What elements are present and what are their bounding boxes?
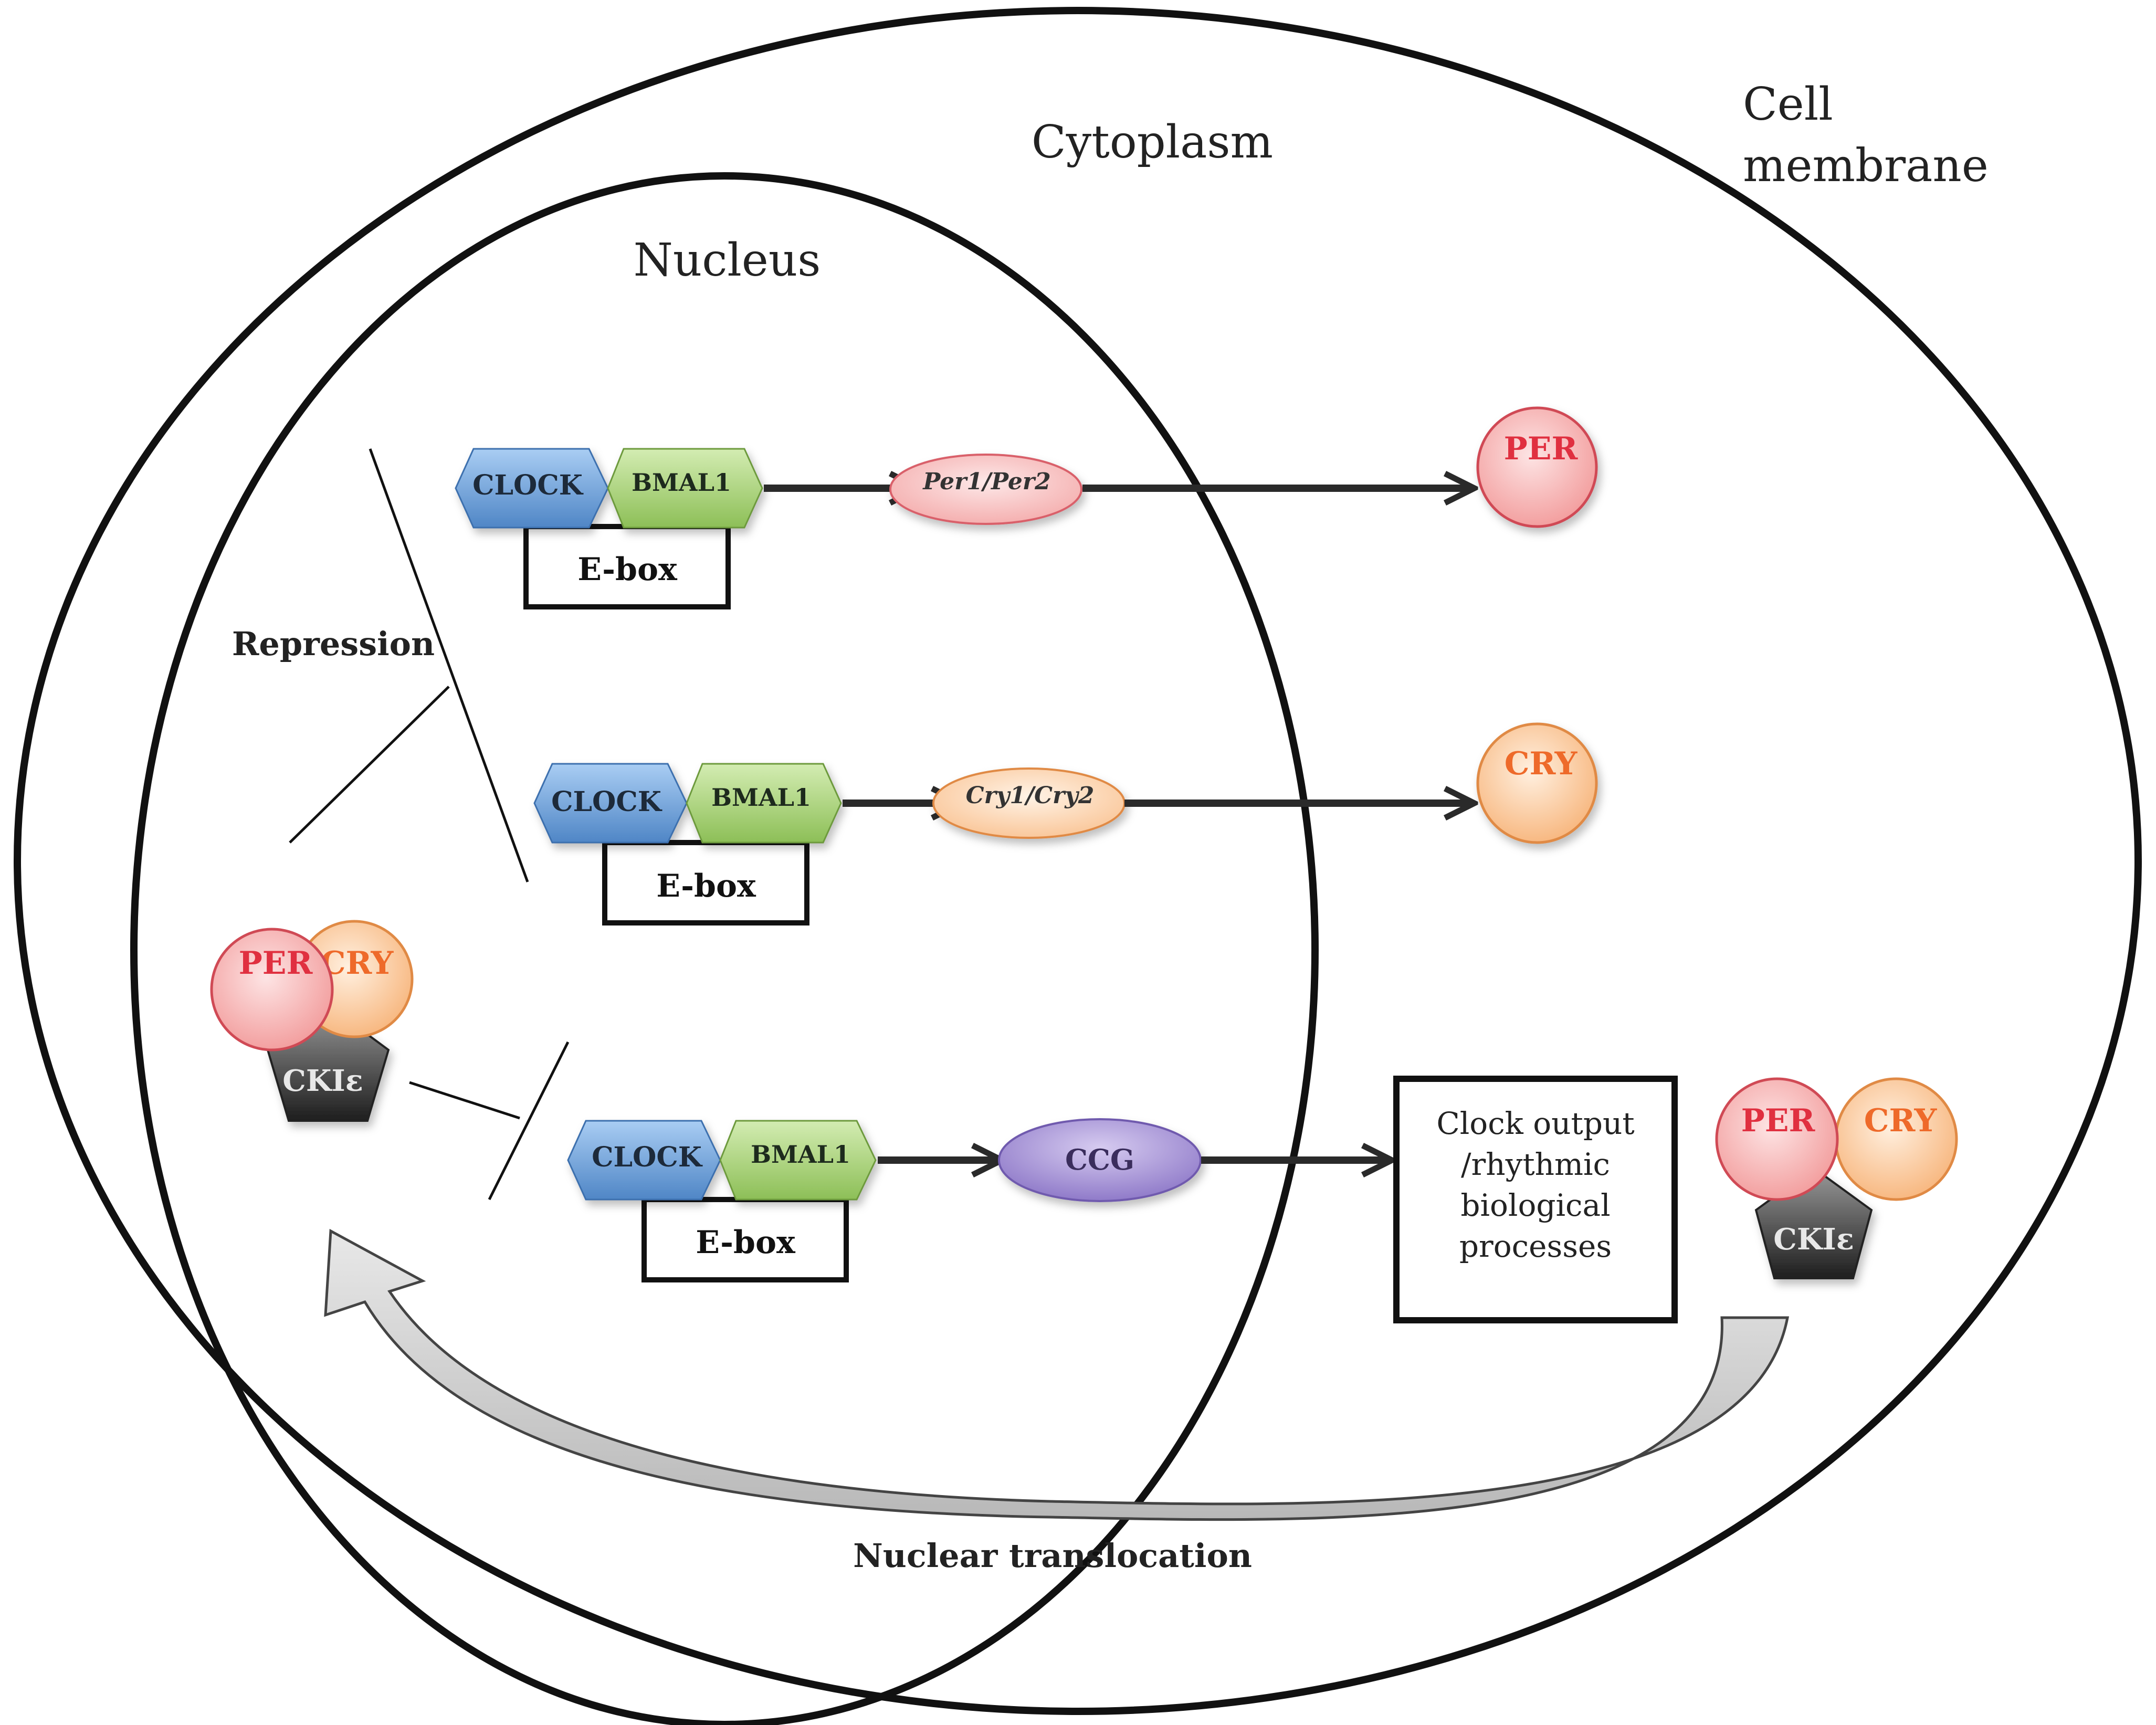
row-ccg: E-box CLOCK BMAL1 CCG [567, 1118, 1390, 1282]
row-per: E-box CLOCK BMAL1 Per1/Per2 PER [455, 406, 1598, 609]
bmal1-label: BMAL1 [711, 783, 811, 812]
ebox-label: E-box [696, 1224, 796, 1261]
per-label: PER [239, 945, 313, 982]
repression-line-upper [369, 448, 529, 882]
per-protein [1476, 406, 1598, 528]
per1-per2-gene [889, 454, 1082, 525]
ckie-label: CKIε [282, 1064, 363, 1098]
per-cry-ckie-complex-left: CKIε CRY PER [210, 920, 414, 1122]
inhibition-bar [488, 1041, 570, 1201]
output-box [1393, 1076, 1678, 1323]
per-cry-ckie-complex-right: CKIε CRY PER [1715, 1077, 1958, 1279]
cell-membrane-outline [14, 7, 2142, 1715]
row-cry: E-box CLOCK BMAL1 Cry1/Cry2 CRY [533, 722, 1598, 925]
cell-membrane-label-line2: membrane [1743, 140, 1989, 192]
ebox-label: E-box [577, 551, 678, 588]
clock-label: CLOCK [551, 786, 662, 818]
output-line-2: /rhythmic [1461, 1147, 1610, 1182]
cry-label: CRY [1864, 1102, 1938, 1139]
ccg-label: CCG [1065, 1143, 1134, 1176]
cell-membrane-label-line1: Cell [1743, 78, 1833, 131]
cry-label: CRY [1505, 745, 1578, 782]
output-line-4: processes [1459, 1228, 1612, 1264]
ebox-box [523, 524, 731, 609]
ebox-label: E-box [656, 868, 756, 904]
repression-label: Repression [232, 625, 435, 663]
per-label: PER [1741, 1102, 1816, 1139]
clock-label: CLOCK [472, 469, 584, 501]
inhibition-line [409, 1081, 520, 1120]
bmal1-label: BMAL1 [751, 1140, 850, 1169]
output-line-3: biological [1460, 1187, 1610, 1223]
nuclear-translocation-label: Nuclear translocation [853, 1537, 1252, 1575]
per-protein [1715, 1077, 1839, 1201]
nucleus-outline [130, 172, 1319, 1725]
bmal1-protein [686, 763, 842, 844]
cry-protein [1834, 1077, 1958, 1201]
cytoplasm-label: Cytoplasm [1032, 116, 1273, 169]
clock-output-box: Clock output /rhythmic biological proces… [1393, 1076, 1678, 1323]
clock-label: CLOCK [592, 1141, 703, 1173]
bmal1-protein [607, 448, 763, 529]
nucleus-label: Nucleus [634, 234, 821, 287]
output-line-1: Clock output [1436, 1106, 1634, 1141]
cry-label: CRY [321, 945, 394, 982]
cry-protein [1476, 722, 1598, 844]
per-protein [210, 928, 334, 1051]
bmal1-label: BMAL1 [632, 468, 731, 497]
cry1-cry2-label: Cry1/Cry2 [966, 782, 1095, 809]
bmal1-protein [719, 1120, 877, 1201]
nuclear-translocation-arrow [324, 1228, 1790, 1521]
per-label: PER [1504, 430, 1579, 467]
per1-per2-label: Per1/Per2 [922, 468, 1050, 495]
repression-line-lower [289, 686, 450, 844]
ccg-gene [998, 1118, 1202, 1202]
ckie-label: CKIε [1773, 1222, 1854, 1257]
